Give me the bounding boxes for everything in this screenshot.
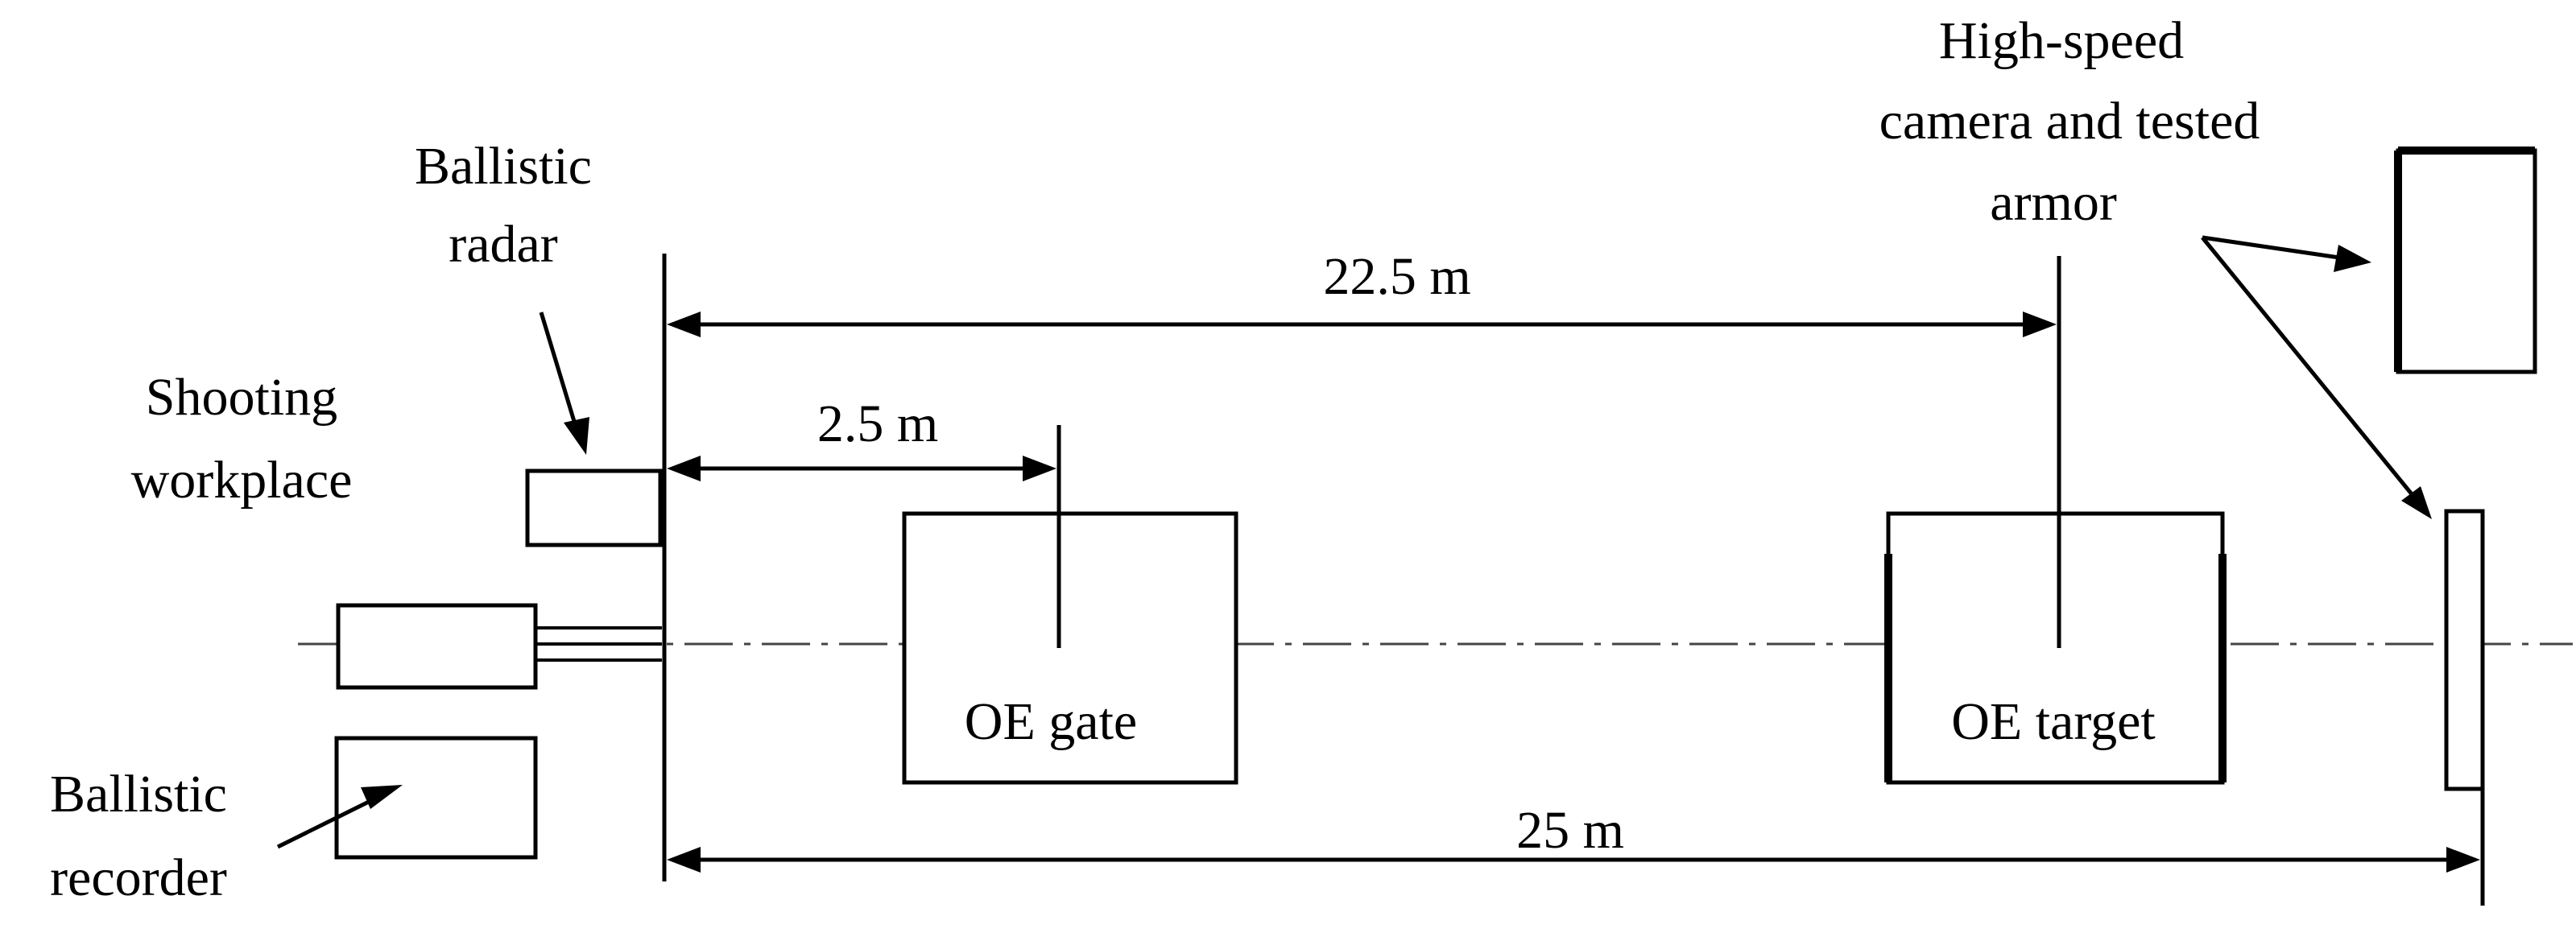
label-distance-target: 22.5 m [1323,247,1470,306]
dimension-armor [667,847,2480,873]
weapon-box [336,603,538,690]
label-ballistic-radar-line2: radar [449,215,558,274]
oe-gate-box [902,511,1238,785]
dimension-gate [667,456,1056,481]
label-ballistic-recorder-line2: recorder [50,848,227,907]
label-oe-gate: OE gate [965,692,1137,751]
label-high-speed-camera-line1: High-speed [1939,11,2184,70]
camera-pointer-arrows [2201,235,2432,519]
label-distance-gate: 2.5 m [817,394,938,453]
tested-armor [2444,509,2485,791]
label-high-speed-camera-line3: armor [1990,173,2117,232]
label-ballistic-radar-line1: Ballistic [415,137,592,196]
label-shooting-workplace-line1: Shooting [146,368,337,427]
recorder-pointer-arrow [276,785,403,849]
ballistic-radar-box [525,468,663,547]
label-high-speed-camera-line2: camera and tested [1879,92,2260,151]
dimension-target [667,312,2057,337]
label-shooting-workplace-line2: workplace [131,451,353,510]
radar-pointer-arrow [539,312,589,455]
label-distance-armor: 25 m [1516,801,1624,860]
label-oe-target: OE target [1951,692,2156,751]
label-ballistic-recorder-line1: Ballistic [50,765,227,823]
high-speed-camera-box [2396,148,2537,374]
